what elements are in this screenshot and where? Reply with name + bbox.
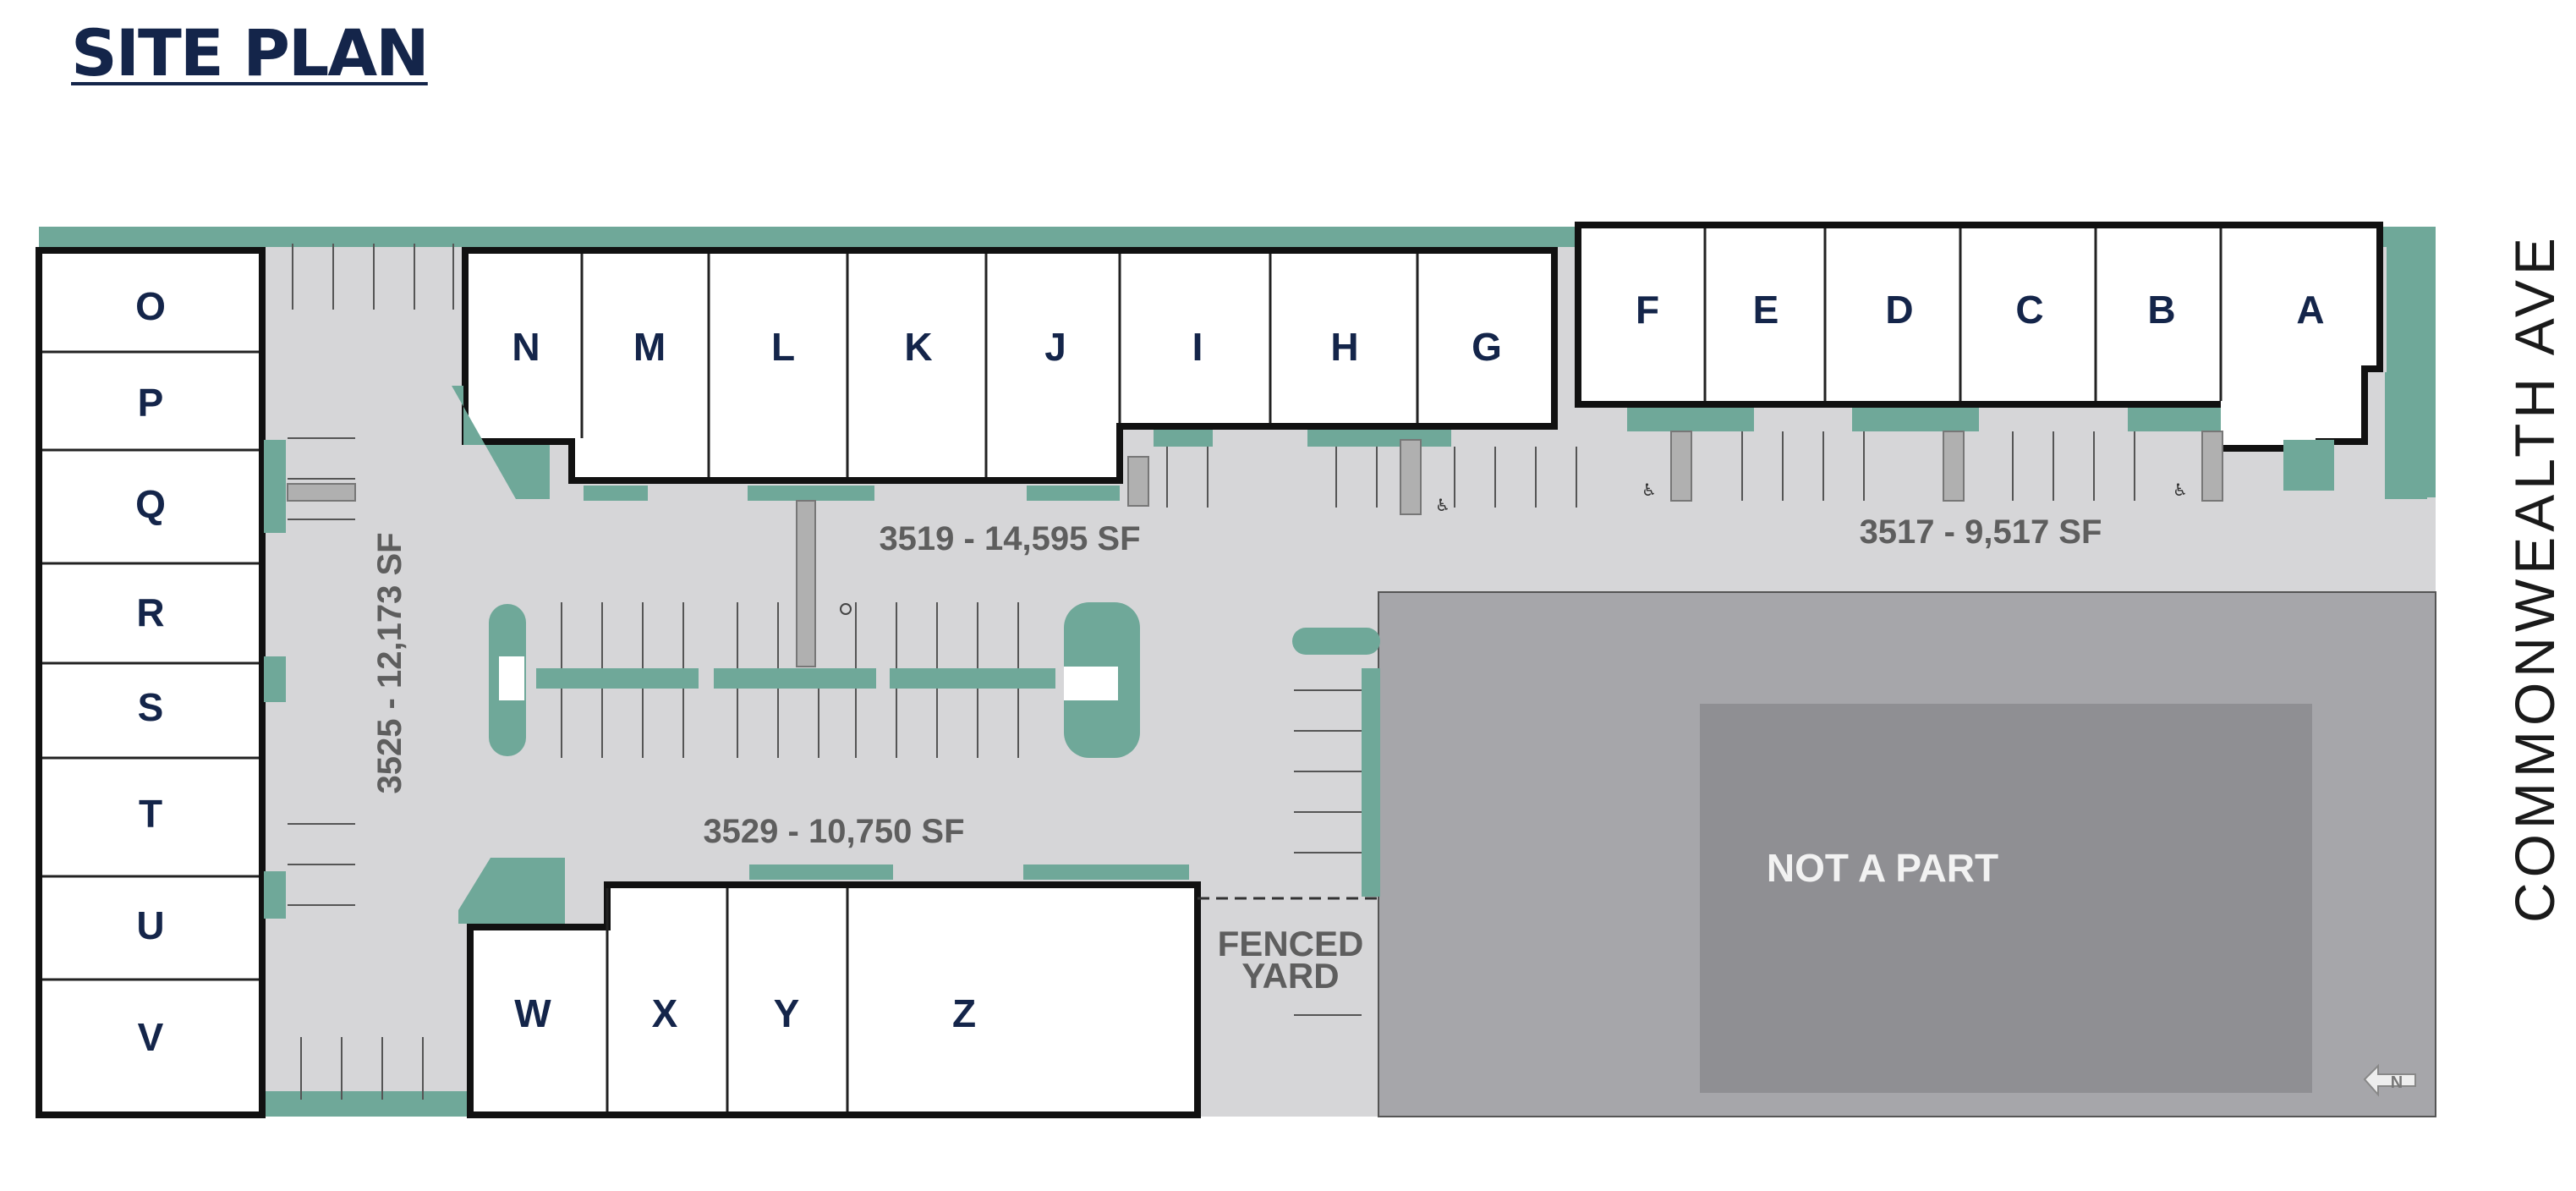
unit-label: U [136,903,164,947]
building-area-label-3529: 3529 - 10,750 SF [703,813,964,850]
building-3525: O P Q R S T U V [36,247,266,1118]
unit-label: Z [952,991,976,1035]
north-arrow-label: N [2391,1073,2403,1092]
unit-label: O [135,284,166,328]
page-title: SITE PLAN [71,15,430,91]
unit-label: J [1044,325,1066,369]
parking-stalls [288,244,2135,1100]
svg-text:♿: ♿ [1435,495,1450,515]
building-3519: N M L K J I H G [462,247,1558,484]
unit-label: R [136,590,164,634]
unit-label: B [2147,288,2175,332]
landscape-3525-front [264,440,286,919]
sidewalk-hatch [287,483,356,502]
building-3529: W X Y Z [467,881,1201,1118]
unit-label: M [633,325,666,369]
building-3517: F E D C B A [1575,222,2383,452]
unit-label: N [512,325,540,369]
unit-label: F [1636,288,1659,332]
unit-label: Y [774,991,800,1035]
building-area-label-3519: 3519 - 14,595 SF [879,520,1140,557]
landscape-3517-front [1627,372,2427,499]
unit-label: S [138,685,164,729]
north-arrow-icon: N [2363,1063,2416,1097]
unit-label: T [139,792,162,836]
building-area-label-3517: 3517 - 9,517 SF [1860,513,2102,551]
parking-island-walks [499,656,1118,700]
unit-label: W [514,991,551,1035]
landscape-strip-bottom-left [254,1091,474,1117]
hydrant-icon [840,603,852,615]
unit-label: P [138,381,164,425]
fenced-yard-label-line1: FENCED [1218,924,1364,963]
not-a-part-inner [1700,704,2312,1093]
not-a-part-label: NOT A PART [1767,846,1998,890]
unit-label: I [1192,325,1203,369]
unit-label: G [1472,325,1502,369]
svg-text:♿: ♿ [2173,480,2188,500]
sidewalk-hatch [796,439,1422,667]
unit-label: C [2015,288,2043,332]
unit-label: K [904,325,932,369]
landscape-3529-front [458,858,1189,924]
unit-label: E [1753,288,1779,332]
unit-label: X [652,991,678,1035]
unit-label: D [1885,288,1913,332]
accessible-parking-icon: ♿ ♿ ♿ [1435,480,2188,515]
unit-label: Q [135,482,166,526]
unit-label: L [771,325,795,369]
sidewalk-hatch [1670,431,2223,502]
unit-label: V [138,1015,164,1059]
svg-text:♿: ♿ [1642,480,1657,500]
fenced-yard-label-line2: YARD [1241,956,1339,996]
unit-label: A [2296,288,2324,332]
unit-label: H [1330,325,1358,369]
building-area-label-3525: 3525 - 12,173 SF [371,532,408,793]
